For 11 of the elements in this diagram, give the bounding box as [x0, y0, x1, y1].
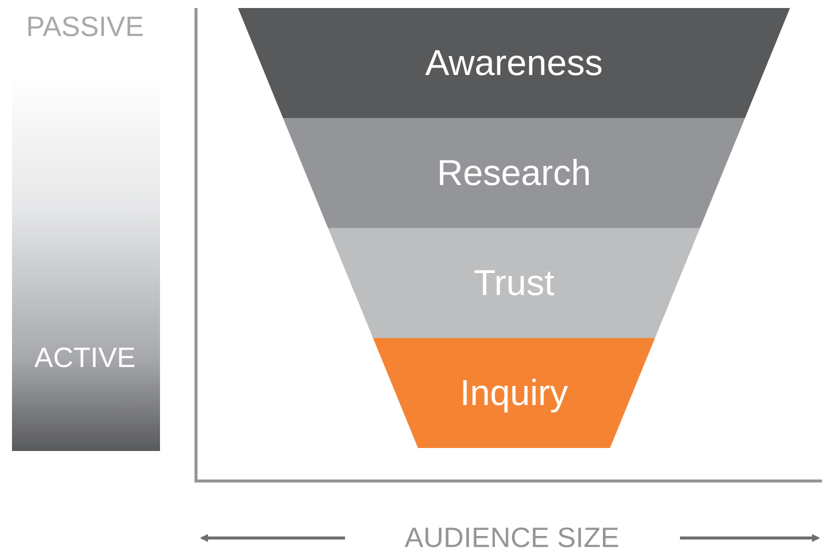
funnel-band — [283, 118, 745, 228]
funnel-band — [328, 228, 700, 338]
stage-label: Trust — [472, 262, 556, 304]
stage-label: Inquiry — [458, 372, 570, 414]
axis-label: PASSIVE — [26, 11, 144, 43]
axis-label: ACTIVE — [34, 342, 136, 374]
axis-title: AUDIENCE SIZE — [404, 522, 620, 552]
stage-label: Research — [436, 152, 592, 194]
funnel-band — [373, 338, 655, 448]
stage-label: Awareness — [424, 42, 604, 84]
funnel-band — [238, 8, 790, 118]
